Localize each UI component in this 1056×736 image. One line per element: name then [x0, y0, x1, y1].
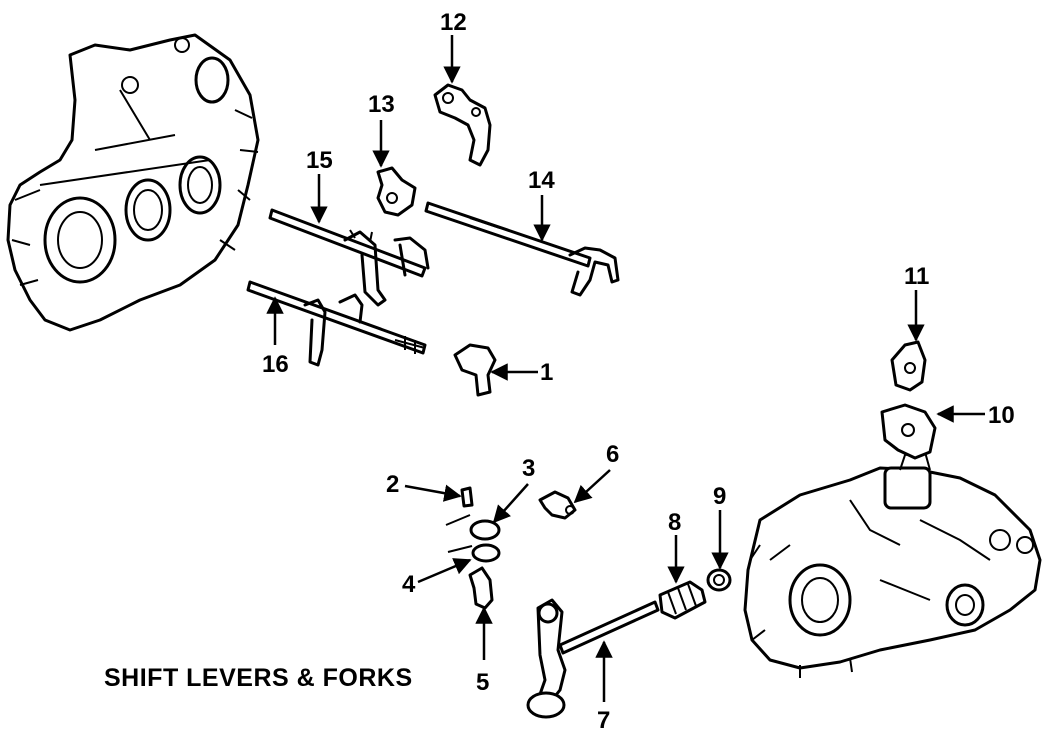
part-15-shift-rod-fork — [268, 208, 430, 307]
part-6-holder — [538, 490, 577, 520]
callout-2: 2 — [386, 471, 399, 498]
part-16-shift-rod-fork — [246, 280, 427, 367]
callout-14: 14 — [528, 167, 555, 194]
diagram-caption: SHIFT LEVERS & FORKS — [104, 664, 413, 692]
part-12-shift-arm — [433, 83, 492, 167]
callout-4: 4 — [402, 571, 416, 598]
callout-6: 6 — [606, 441, 619, 468]
part-1-interlock — [453, 343, 497, 397]
part-14-shift-rod-fork — [424, 201, 620, 297]
part-7-shift-shaft — [526, 598, 660, 719]
callout-5: 5 — [476, 669, 489, 696]
right-transmission-housing — [743, 450, 1042, 678]
part-10-bracket — [880, 403, 937, 460]
callout-1: 1 — [540, 359, 553, 386]
part-2-pin — [460, 486, 474, 508]
callout-8: 8 — [668, 509, 681, 536]
callout-16: 16 — [262, 351, 289, 378]
part-9-ring — [706, 568, 732, 592]
callout-10: 10 — [988, 402, 1015, 429]
callout-3: 3 — [522, 455, 535, 482]
callout-15: 15 — [306, 147, 333, 174]
part-3-collar — [445, 514, 501, 541]
callout-11: 11 — [904, 263, 929, 290]
leader-lines — [266, 35, 985, 702]
left-transmission-housing — [6, 33, 260, 332]
callout-12: 12 — [440, 9, 467, 36]
callout-7: 7 — [597, 707, 610, 734]
callout-13: 13 — [368, 91, 395, 118]
callout-labels: 12 13 15 14 16 1 2 3 4 5 6 7 8 9 10 11 — [262, 9, 1015, 734]
part-13-shift-bracket — [376, 166, 417, 217]
part-11-mount — [890, 340, 927, 392]
part-5-lever — [468, 566, 494, 610]
part-8-boot — [658, 580, 707, 620]
callout-9: 9 — [713, 483, 726, 510]
part-4-spring — [447, 543, 501, 563]
